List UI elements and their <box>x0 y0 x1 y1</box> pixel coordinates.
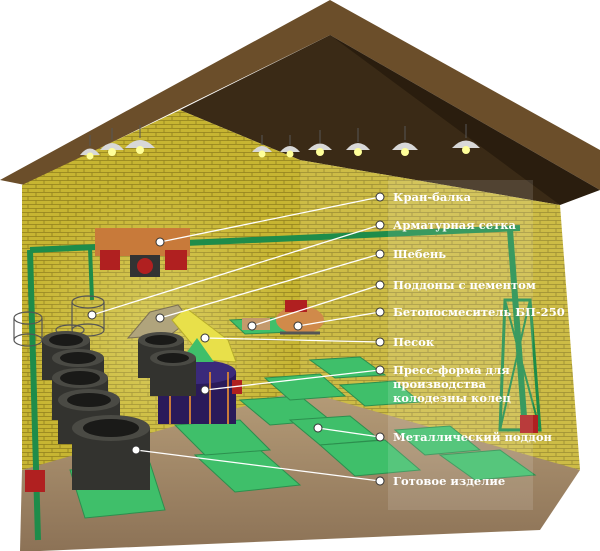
lamp-icon <box>125 125 155 154</box>
label-crane: Кран-балка <box>393 190 472 204</box>
lamps <box>80 124 480 160</box>
labels: Кран-балка Арматурная сетка Шебень Поддо… <box>393 190 565 488</box>
label-gravel: Шебень <box>393 247 446 261</box>
lamp-icon <box>392 126 418 156</box>
lamp-icon <box>346 128 370 156</box>
crane-beam <box>25 225 542 541</box>
label-press-mold-3: колодезны колец <box>393 391 511 405</box>
label-finished-product: Готовое изделие <box>393 474 505 488</box>
label-panel <box>388 180 533 510</box>
concrete-rings <box>42 331 196 490</box>
lamp-icon <box>252 135 272 158</box>
leader-lines <box>91 196 381 482</box>
roof <box>0 0 600 205</box>
lamp-icon <box>280 135 300 158</box>
label-concrete-mixer: Бетоносмеситель БП-250 <box>393 305 565 319</box>
leader-dots <box>87 192 385 486</box>
rebar-mesh <box>13 295 105 347</box>
label-press-mold-1: Пресс-форма для <box>393 363 510 377</box>
label-press-mold-2: производства <box>393 377 486 391</box>
ring <box>150 350 196 396</box>
lamp-icon <box>452 124 480 154</box>
ring <box>72 415 150 490</box>
label-metal-pallet: Металлический поддон <box>393 430 553 444</box>
label-sand: Песок <box>393 335 435 349</box>
label-cement-pallets: Поддоны с цементом <box>393 278 536 292</box>
label-rebar-mesh: Арматурная сетка <box>393 218 516 232</box>
lamp-icon <box>80 135 100 160</box>
concrete-mixer <box>276 300 324 335</box>
lamp-icon <box>308 130 332 156</box>
lamp-icon <box>100 128 124 156</box>
